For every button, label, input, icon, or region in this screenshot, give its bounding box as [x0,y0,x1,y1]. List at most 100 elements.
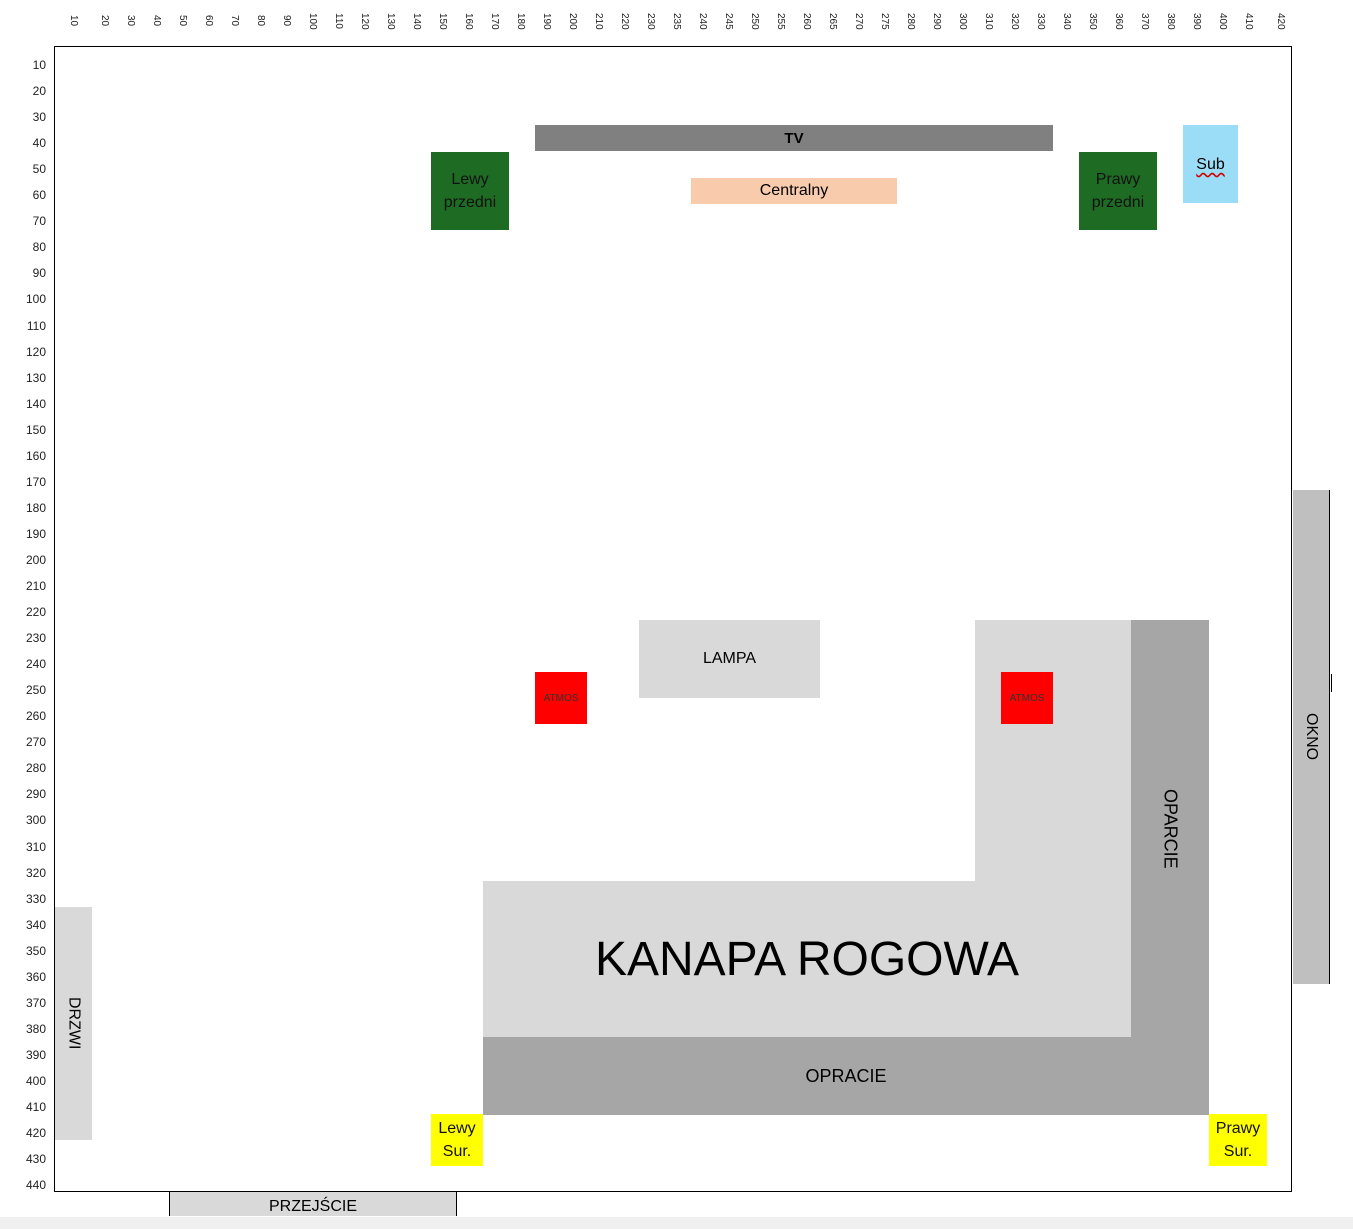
row-ruler-label: 210 [25,579,46,593]
column-ruler-label: 245 [723,12,734,30]
row-ruler-label: 300 [25,813,46,827]
speaker-atmos-right: ATMOS [1001,672,1053,724]
column-ruler-label: 290 [931,12,942,30]
subwoofer: Sub [1183,125,1238,203]
speaker-front-left: Lewy przedni [431,152,509,230]
column-ruler-label: 390 [1191,12,1202,30]
row-ruler-label: 410 [25,1100,46,1114]
tv-label: TV [784,129,804,147]
row-ruler-label: 370 [25,996,46,1010]
speaker-center: Centralny [691,178,897,204]
row-ruler-label: 400 [25,1074,46,1088]
subwoofer-label: Sub [1196,156,1225,173]
column-ruler-label: 100 [307,12,318,30]
row-ruler-label: 190 [25,527,46,541]
speaker-center-label: Centralny [759,182,829,199]
column-ruler-label: 200 [567,12,578,30]
row-ruler-label: 70 [32,214,46,228]
row-ruler-label: 430 [25,1152,46,1166]
speaker-atmos-left-label: ATMOS [543,692,579,704]
passage: PRZEJŚCIE [169,1192,457,1216]
row-ruler-label: 220 [25,605,46,619]
row-ruler-label: 230 [25,631,46,645]
column-ruler-label: 20 [99,15,110,27]
window-label: OKNO [1303,713,1320,761]
column-ruler-label: 210 [593,12,604,30]
row-ruler-label: 60 [32,188,46,202]
column-ruler-label: 40 [151,15,162,27]
window-marker [1331,674,1332,692]
row-ruler-label: 250 [25,683,46,697]
speaker-surround-right: Prawy Sur. [1209,1114,1267,1166]
column-ruler-label: 160 [463,12,474,30]
column-ruler-label: 60 [203,15,214,27]
column-ruler-label: 180 [515,12,526,30]
column-ruler-label: 420 [1275,12,1286,30]
lamp: LAMPA [639,620,820,698]
column-ruler-label: 150 [437,12,448,30]
sofa-main-seat: KANAPA ROGOWA [483,881,1131,1037]
column-ruler-label: 340 [1061,12,1072,30]
sofa-backrest-side: OPARCIE [1131,620,1209,1038]
sofa-label: KANAPA ROGOWA [594,932,1020,986]
row-ruler-label: 330 [25,892,46,906]
door: DRZWI [55,907,92,1140]
column-ruler-label: 400 [1217,12,1228,30]
lamp-label: LAMPA [702,650,757,667]
door-label: DRZWI [65,997,83,1050]
row-ruler-label: 380 [25,1022,46,1036]
row-ruler-label: 20 [32,84,46,98]
row-ruler-label: 340 [25,918,46,932]
row-ruler-label: 240 [25,657,46,671]
column-ruler-label: 350 [1087,12,1098,30]
column-ruler-label: 140 [411,12,422,30]
row-ruler-label: 200 [25,553,46,567]
column-ruler-label: 70 [229,15,240,27]
window: OKNO [1293,490,1330,984]
room-outline [54,46,1292,1192]
speaker-surround-right-line2: Sur. [1223,1143,1253,1160]
column-ruler-label: 360 [1113,12,1124,30]
column-ruler-label: 255 [775,12,786,30]
column-ruler-label: 130 [385,12,396,30]
column-ruler-label: 370 [1139,12,1150,30]
speaker-surround-left: Lewy Sur. [431,1114,483,1166]
row-ruler-label: 440 [25,1178,46,1192]
row-ruler-label: 50 [32,162,46,176]
tv: TV [535,125,1053,151]
speaker-atmos-left: ATMOS [535,672,587,724]
row-ruler-label: 110 [26,319,46,333]
row-ruler-label: 120 [25,345,46,359]
column-ruler-label: 30 [125,15,136,27]
column-ruler-label: 80 [255,15,266,27]
column-ruler-label: 250 [749,12,760,30]
row-ruler-label: 30 [32,110,46,124]
column-ruler-label: 380 [1165,12,1176,30]
column-ruler-label: 300 [957,12,968,30]
row-ruler-label: 100 [25,292,46,306]
row-ruler-label: 260 [25,709,46,723]
row-ruler-label: 80 [32,240,46,254]
row-ruler-label: 290 [25,787,46,801]
row-ruler-label: 40 [32,136,46,150]
row-ruler-label: 160 [25,449,46,463]
column-ruler-label: 235 [671,12,682,30]
passage-label: PRZEJŚCIE [268,1198,357,1215]
row-ruler-label: 360 [25,970,46,984]
column-ruler-label: 10 [68,15,79,27]
speaker-front-right-line1: Prawy [1095,171,1141,188]
column-ruler-label: 410 [1243,12,1254,30]
column-ruler-label: 220 [619,12,630,30]
row-ruler-label: 350 [25,944,46,958]
row-ruler-label: 420 [25,1126,46,1140]
row-ruler-label: 280 [25,761,46,775]
speaker-surround-right-line1: Prawy [1215,1120,1261,1137]
row-ruler-label: 180 [25,501,46,515]
column-ruler-label: 320 [1009,12,1020,30]
column-ruler-label: 265 [827,12,838,30]
column-ruler-label: 110 [333,13,344,29]
column-ruler-label: 50 [177,15,188,27]
sofa-backrest-bottom-label: OPRACIE [805,1065,887,1086]
column-ruler-label: 260 [801,12,812,30]
bottom-scroll-area [0,1217,1353,1229]
